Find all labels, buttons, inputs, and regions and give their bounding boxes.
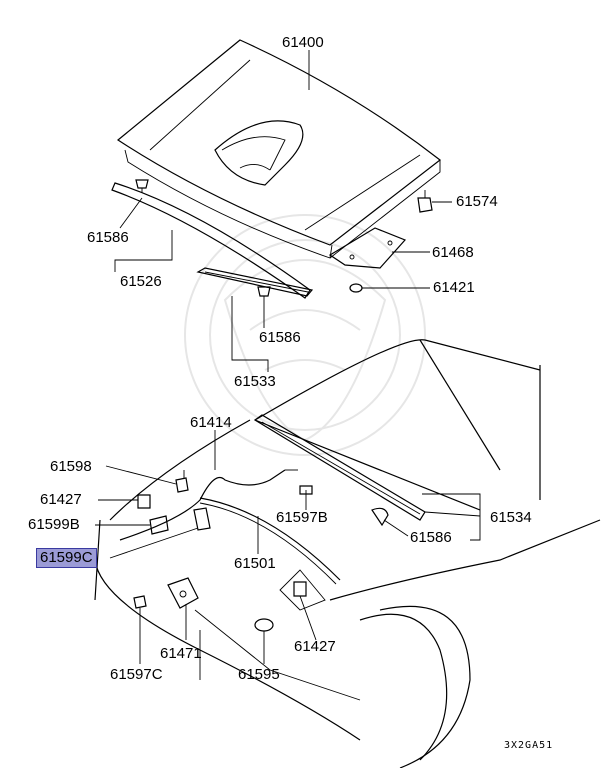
- part-callout-61595[interactable]: 61595: [238, 666, 280, 683]
- part-callout-61526[interactable]: 61526: [120, 273, 162, 290]
- cable-clamp-61598: [175, 470, 189, 493]
- part-callout-61586-b[interactable]: 61586: [259, 329, 301, 346]
- bumper-61574: [417, 190, 433, 213]
- bracket-61599c: [193, 507, 211, 531]
- bolt-61597c: [133, 595, 147, 609]
- grommet-61595: [254, 618, 274, 632]
- part-callout-61586-c[interactable]: 61586: [410, 529, 452, 546]
- part-callout-61427-b[interactable]: 61427: [294, 638, 336, 655]
- bolt-61597b: [299, 485, 313, 495]
- diagram-code: 3X2GA51: [504, 740, 554, 751]
- part-callout-61534[interactable]: 61534: [490, 509, 532, 526]
- part-callout-61471[interactable]: 61471: [160, 645, 202, 662]
- part-callout-61501[interactable]: 61501: [234, 555, 276, 572]
- part-callout-61599c-highlighted[interactable]: 61599C: [36, 548, 97, 568]
- insulator-pad: [328, 227, 407, 269]
- clip-61586-b: [257, 286, 271, 302]
- part-callout-61597c[interactable]: 61597C: [110, 666, 163, 683]
- part-callout-61468[interactable]: 61468: [432, 244, 474, 261]
- weatherstrip-upper: [111, 182, 311, 299]
- bumper-61427-a: [137, 494, 151, 509]
- bracket-61599b: [149, 515, 169, 535]
- clip-61421: [349, 283, 363, 293]
- part-callout-61421[interactable]: 61421: [433, 279, 475, 296]
- part-callout-61597b[interactable]: 61597B: [276, 509, 328, 526]
- part-callout-61400[interactable]: 61400: [282, 34, 324, 51]
- leader-lines: [95, 50, 481, 664]
- part-callout-61599b[interactable]: 61599B: [28, 516, 80, 533]
- release-cable: [119, 469, 298, 541]
- part-callout-61598[interactable]: 61598: [50, 458, 92, 475]
- part-callout-61533[interactable]: 61533: [234, 373, 276, 390]
- watermark-emblem: [184, 214, 426, 456]
- clip-61586-c: [371, 507, 389, 527]
- hood-latch: [167, 577, 199, 609]
- bumper-61427-b: [293, 581, 307, 597]
- clip-61586-a: [135, 179, 149, 193]
- part-callout-61574[interactable]: 61574: [456, 193, 498, 210]
- part-callout-61414[interactable]: 61414: [190, 414, 232, 431]
- part-callout-61586-a[interactable]: 61586: [87, 229, 129, 246]
- support-rod: [199, 497, 341, 585]
- part-callout-61427-a[interactable]: 61427: [40, 491, 82, 508]
- weatherstrip-lower: [196, 267, 314, 297]
- hood-panel: [116, 39, 441, 259]
- vehicle-body: [94, 339, 601, 768]
